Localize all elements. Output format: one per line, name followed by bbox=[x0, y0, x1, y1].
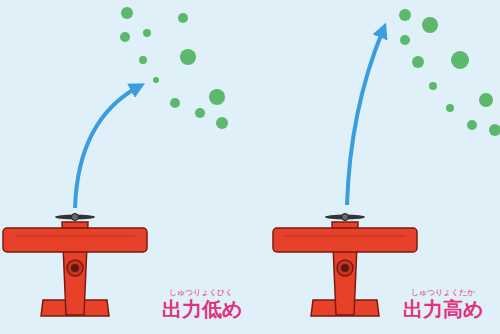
particles-left bbox=[120, 7, 228, 129]
power-label: 出力低め bbox=[162, 299, 242, 319]
particles-right bbox=[399, 9, 500, 136]
flight-arrow bbox=[347, 30, 383, 205]
ruby-reading: しゅつりょくたか bbox=[410, 289, 476, 297]
power-label: 出力高め bbox=[403, 299, 483, 319]
biplane bbox=[273, 214, 417, 317]
flight-arrow bbox=[75, 87, 138, 208]
ruby-reading: しゅつりょくひく bbox=[168, 289, 234, 297]
biplane bbox=[3, 214, 147, 317]
